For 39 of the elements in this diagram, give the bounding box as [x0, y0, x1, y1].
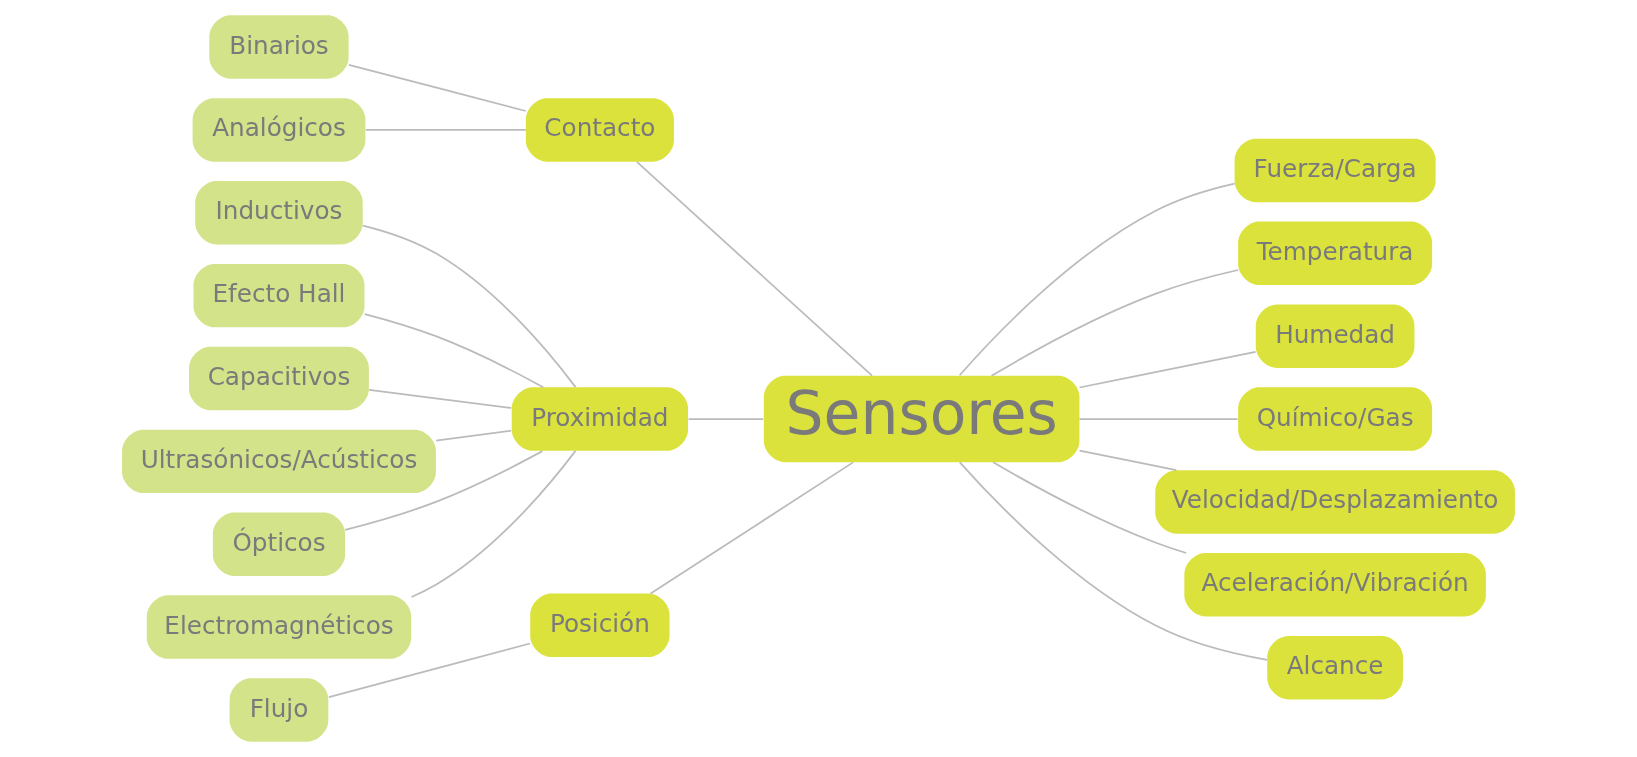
node-box: Temperatura [1238, 221, 1433, 286]
connector [364, 129, 527, 131]
connector [344, 450, 544, 531]
node-box: Aceleración/Vibración [1184, 553, 1486, 617]
connector [636, 161, 873, 377]
connector [410, 450, 577, 598]
connector [958, 182, 1236, 377]
node-box: Capacitivos [189, 346, 369, 411]
connector [990, 269, 1239, 377]
node-box: Analógicos [192, 98, 366, 162]
node-box: Humedad [1255, 304, 1415, 368]
node-box: Proximidad [511, 387, 689, 451]
connector [1078, 418, 1239, 420]
node-box: Flujo [229, 678, 329, 742]
node-box: Químico/Gas [1238, 387, 1433, 451]
node-box: Sensores [763, 375, 1080, 463]
node-box: Alcance [1267, 635, 1403, 700]
connector [328, 642, 531, 698]
connector [1078, 351, 1257, 389]
connector [362, 224, 577, 388]
node-box: Binarios [209, 15, 349, 79]
connector [363, 313, 545, 389]
node-box: Efecto Hall [193, 263, 365, 328]
node-box: Velocidad/Desplazamiento [1155, 470, 1515, 534]
connector [687, 418, 765, 420]
connector [368, 388, 513, 409]
connector [1078, 449, 1178, 472]
node-box: Fuerza/Carga [1234, 138, 1436, 203]
node-box: Inductivos [195, 181, 363, 245]
connector [435, 429, 512, 442]
connector [958, 461, 1269, 661]
connector [992, 461, 1188, 554]
connector [347, 63, 527, 112]
connector [649, 461, 854, 595]
node-box: Electromagnéticos [146, 595, 412, 659]
node-box: Posición [530, 593, 670, 658]
node-box: Contacto [525, 98, 674, 162]
node-box: Ultrasónicos/Acústicos [122, 429, 436, 494]
node-box: Ópticos [212, 512, 346, 576]
